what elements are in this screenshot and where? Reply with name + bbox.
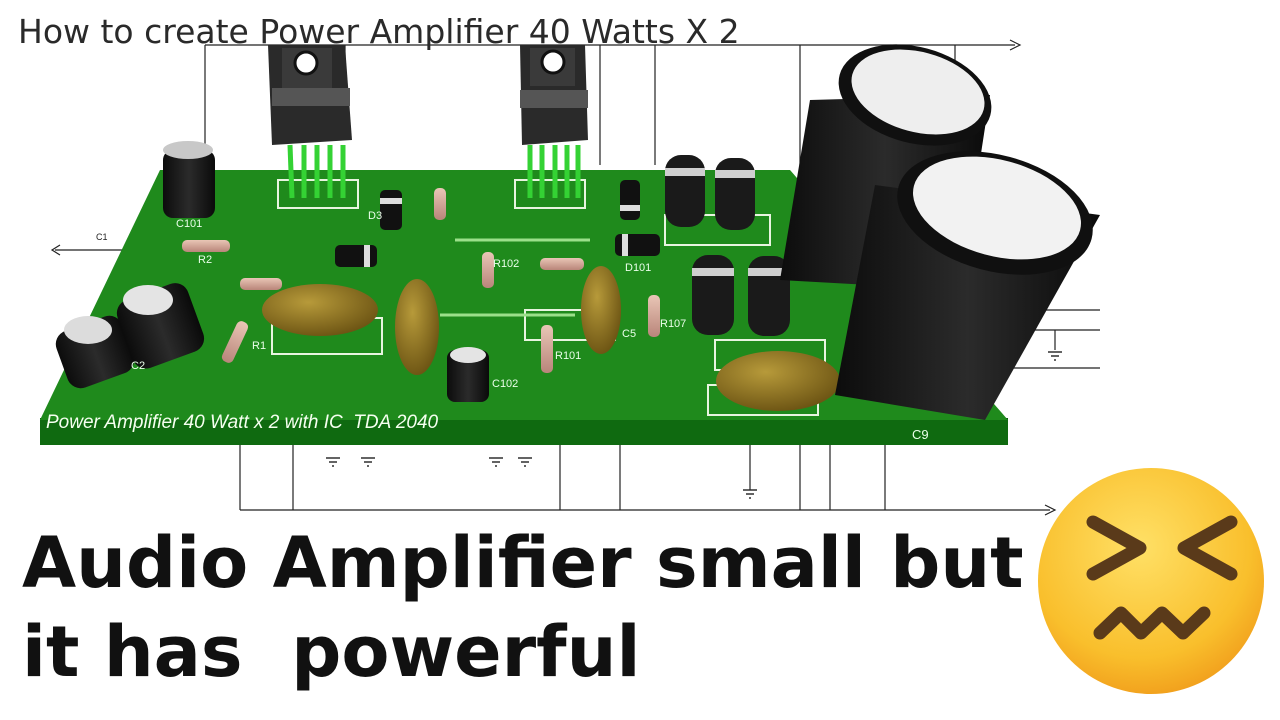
capacitor-c2	[55, 315, 135, 389]
capacitor-c102	[447, 347, 489, 402]
capacitor-c101	[163, 141, 215, 218]
rectifier-diodes	[665, 155, 790, 336]
ceramic-capacitor-3	[716, 351, 840, 411]
caption-line-1: Audio Amplifier small but	[22, 522, 1024, 604]
ceramic-capacitor-2	[395, 279, 439, 375]
video-title: How to create Power Amplifier 40 Watts X…	[18, 12, 740, 51]
diodes	[335, 180, 660, 267]
resistors	[182, 188, 660, 373]
capacitor-c9	[835, 151, 1100, 420]
ic-left	[268, 45, 352, 199]
caption-line-2: it has powerful	[22, 611, 641, 693]
ic-right	[520, 45, 588, 198]
ground-symbols	[326, 351, 1062, 499]
schematic-wires	[50, 39, 1100, 516]
confounded-face-icon	[1038, 468, 1264, 694]
ceramic-capacitor-1	[262, 284, 378, 336]
capacitor-c-large-left	[116, 283, 205, 369]
ceramic-capacitor-c5	[581, 266, 621, 354]
